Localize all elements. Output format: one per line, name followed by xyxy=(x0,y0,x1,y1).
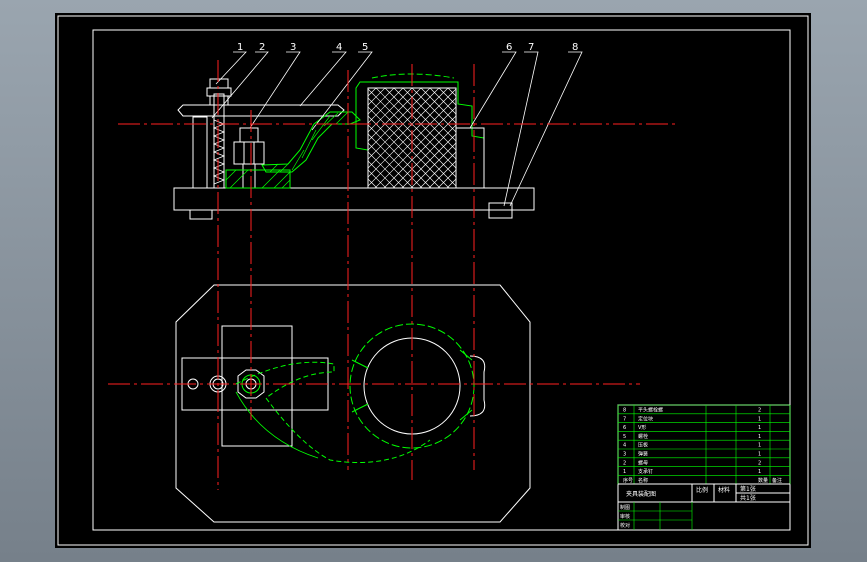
callout-8: 8 xyxy=(572,42,578,53)
spring xyxy=(212,119,226,185)
parts-row-name: 螺母 xyxy=(638,459,648,466)
parts-row-no: 2 xyxy=(623,460,626,466)
washer xyxy=(209,95,229,106)
inner-frame xyxy=(92,29,791,531)
parts-row-qty: 2 xyxy=(758,408,761,414)
top-nut-cap xyxy=(209,78,229,89)
parts-row-name: 弹簧 xyxy=(638,451,648,458)
callout-numbers: 1 2 3 4 5 6 7 8 xyxy=(237,42,578,53)
title-block: 8 平头螺栓螺 2 7 定位块 1 6 V形 1 5 螺栓 1 4 压板 1 3 弹簧 1 2 螺母 2 1 支承钉 1 序号名… xyxy=(617,404,791,531)
outer-frame xyxy=(57,15,809,546)
base-foot-left xyxy=(189,209,213,220)
leaders xyxy=(211,51,583,207)
parts-row-qty: 1 xyxy=(758,452,761,458)
ring-ear xyxy=(469,355,486,417)
parts-row-no: 序号 xyxy=(623,477,633,484)
center-lines xyxy=(108,60,676,490)
parts-row-no: 6 xyxy=(623,425,626,431)
callout-2: 2 xyxy=(259,42,265,53)
parts-row-name: 螺栓 xyxy=(638,433,648,440)
parts-row-qty: 1 xyxy=(758,416,761,422)
callout-3: 3 xyxy=(290,42,296,53)
drawing-title: 夹具装配图 xyxy=(626,490,656,498)
parts-row-no: 3 xyxy=(623,452,626,458)
parts-row-name: 定位块 xyxy=(638,415,653,422)
sheet-index: 第1张 xyxy=(740,485,756,493)
parts-row-no: 7 xyxy=(623,416,626,422)
parts-row-no: 1 xyxy=(623,469,626,475)
base-outline xyxy=(175,284,531,523)
sign-row-3: 校对 xyxy=(620,522,630,529)
drawing-background xyxy=(55,13,811,548)
parts-row-no: 5 xyxy=(623,434,626,440)
sheet-total: 共1张 xyxy=(740,494,756,502)
parts-row-qty: 2 xyxy=(758,460,761,466)
lever xyxy=(261,111,361,173)
parts-row-name: V形 xyxy=(638,424,646,431)
parts-row-qty: 1 xyxy=(758,443,761,449)
lever-edge xyxy=(235,391,319,459)
parts-row-name: 压板 xyxy=(638,442,648,449)
locating-key xyxy=(488,202,513,219)
parts-row-qty: 1 xyxy=(758,425,761,431)
parts-row-qty: 1 xyxy=(758,434,761,440)
support-post xyxy=(192,116,208,189)
callout-5: 5 xyxy=(362,42,368,53)
sign-row-1: 制图 xyxy=(620,504,630,511)
parts-row-note: 备注 xyxy=(772,477,782,484)
parts-row-qty: 1 xyxy=(758,469,761,475)
callout-1: 1 xyxy=(237,42,243,53)
front-view: 1 2 3 4 5 6 7 8 xyxy=(173,42,583,220)
nut-top xyxy=(237,369,265,399)
lower-block xyxy=(225,169,291,189)
parts-row-name: 平头螺栓螺 xyxy=(638,407,663,414)
scale-label: 比例 xyxy=(696,486,708,494)
parts-row-no: 4 xyxy=(623,443,626,449)
stud xyxy=(213,93,225,189)
callout-4: 4 xyxy=(336,42,342,53)
sign-row-2: 审核 xyxy=(620,513,630,520)
parts-row-no: 8 xyxy=(623,408,626,414)
callout-6: 6 xyxy=(506,42,512,53)
clamp-block xyxy=(221,325,293,447)
callout-7: 7 xyxy=(528,42,534,53)
parts-row-name: 支承钉 xyxy=(638,468,653,475)
parts-row-qty: 数量 xyxy=(758,477,768,484)
material-label: 材料 xyxy=(718,486,730,494)
base-plate xyxy=(173,187,535,211)
parts-row-name: 名称 xyxy=(638,477,648,484)
clamp-plate xyxy=(177,104,345,117)
